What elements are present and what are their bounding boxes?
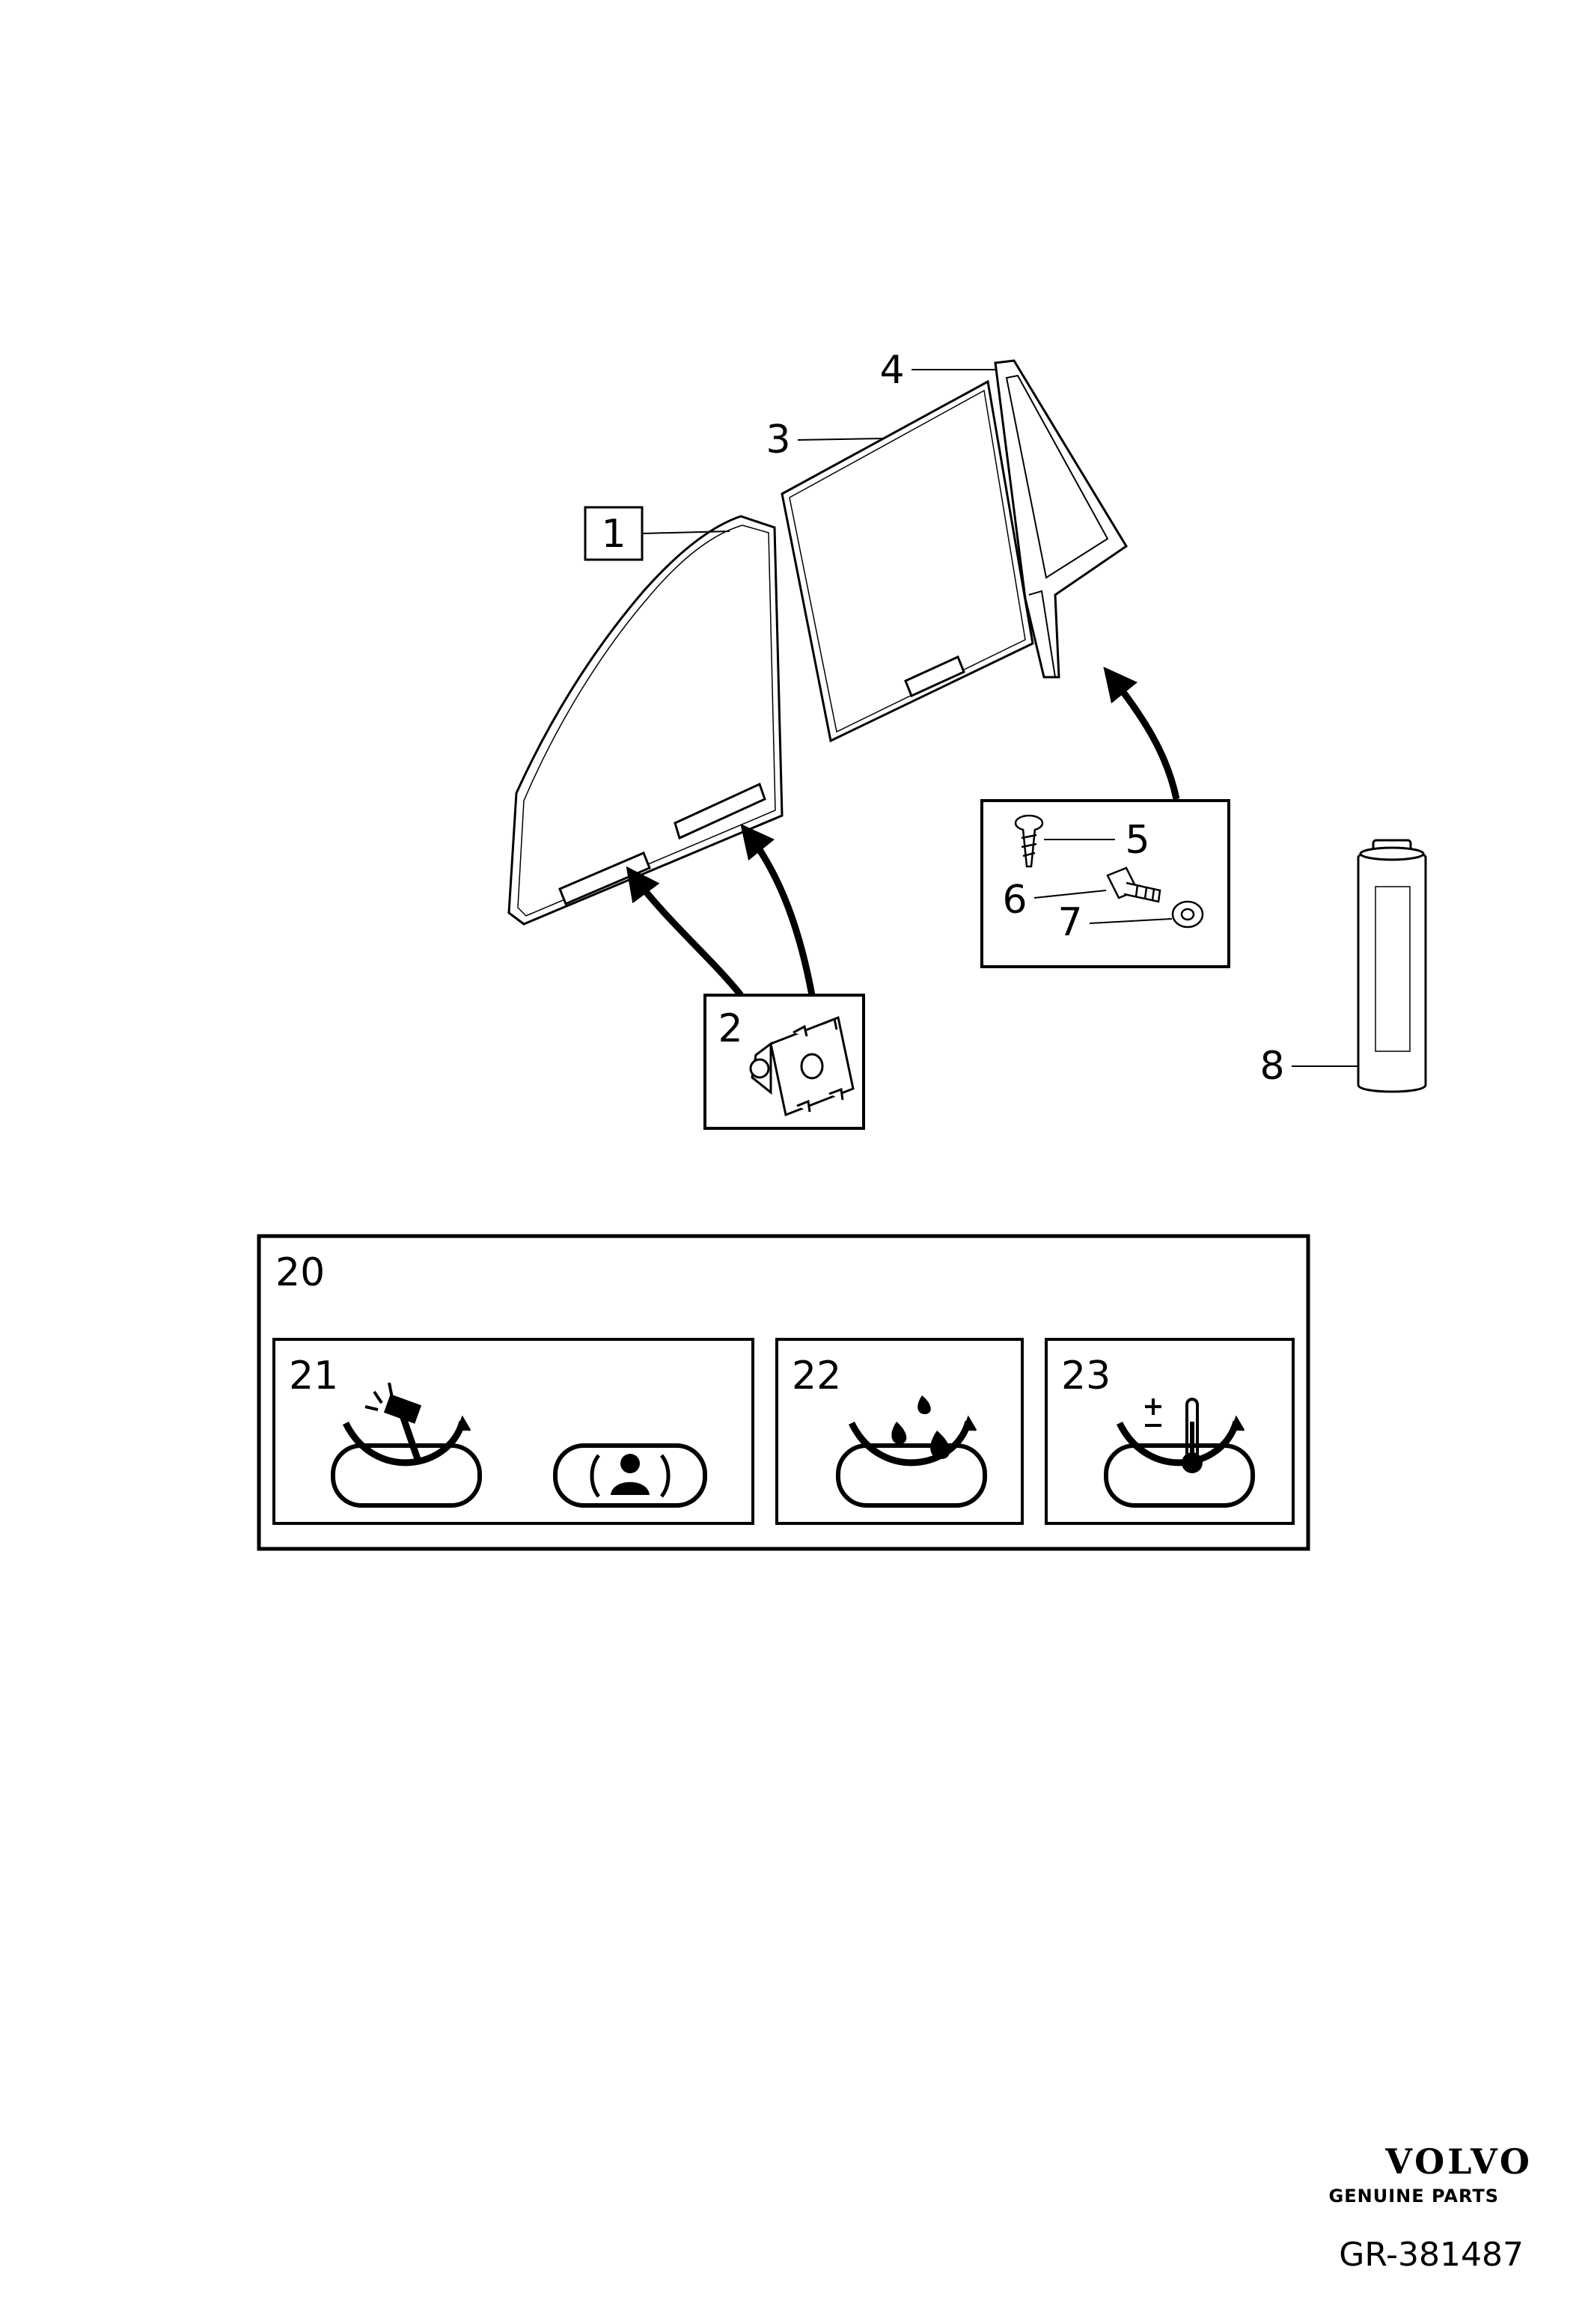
service-panel-21: 21 (272, 1338, 754, 1525)
person-protection-icon (553, 1443, 707, 1508)
service-box-20: 20 21 22 (257, 1234, 1310, 1551)
temperature-icon (1104, 1398, 1255, 1508)
bolt-icon (1106, 866, 1161, 903)
callout-2: 2 (718, 1006, 742, 1051)
front-door-glass (507, 515, 784, 926)
liquid-drops-icon (836, 1395, 987, 1508)
callout-3: 3 (766, 418, 884, 462)
arrow-to-fasteners (1103, 666, 1180, 800)
washer-icon (1171, 900, 1204, 929)
callout-4: 4 (879, 348, 995, 393)
screw-icon (1014, 814, 1044, 868)
service-panel-22: 22 (775, 1338, 1024, 1525)
callout-22: 22 (792, 1354, 841, 1398)
svg-text:GENUINE PARTS: GENUINE PARTS (1329, 2186, 1499, 2207)
svg-text:VOLVO: VOLVO (1384, 2141, 1533, 2182)
svg-text:4: 4 (879, 348, 904, 393)
svg-text:3: 3 (766, 418, 790, 462)
window-clip-icon (749, 1015, 855, 1117)
callout-23: 23 (1061, 1354, 1111, 1398)
callout-7: 7 (1057, 900, 1082, 945)
quarter-window (994, 359, 1129, 679)
volvo-logo: VOLVO GENUINE PARTS (1329, 2141, 1533, 2207)
callout-21: 21 (289, 1354, 338, 1398)
callout-5: 5 (1125, 818, 1149, 863)
callout-6: 6 (1002, 878, 1027, 923)
service-panel-23: 23 (1045, 1338, 1295, 1525)
svg-text:8: 8 (1259, 1044, 1284, 1089)
rear-door-glass (781, 379, 1034, 743)
clip-box: 2 (703, 994, 865, 1130)
callout-20: 20 (275, 1250, 325, 1295)
callout-1: 1 (584, 506, 730, 561)
arrow-to-clip-right (740, 823, 816, 996)
hammer-impact-icon (331, 1382, 482, 1508)
arrow-to-clip-left (626, 866, 744, 997)
fastener-box: 5 6 7 (980, 799, 1230, 968)
sealant-cartridge (1357, 839, 1427, 1093)
svg-text:1: 1 (601, 512, 626, 557)
callout-8: 8 (1259, 1044, 1358, 1089)
figure-id: GR-381487 (1339, 2236, 1524, 2274)
